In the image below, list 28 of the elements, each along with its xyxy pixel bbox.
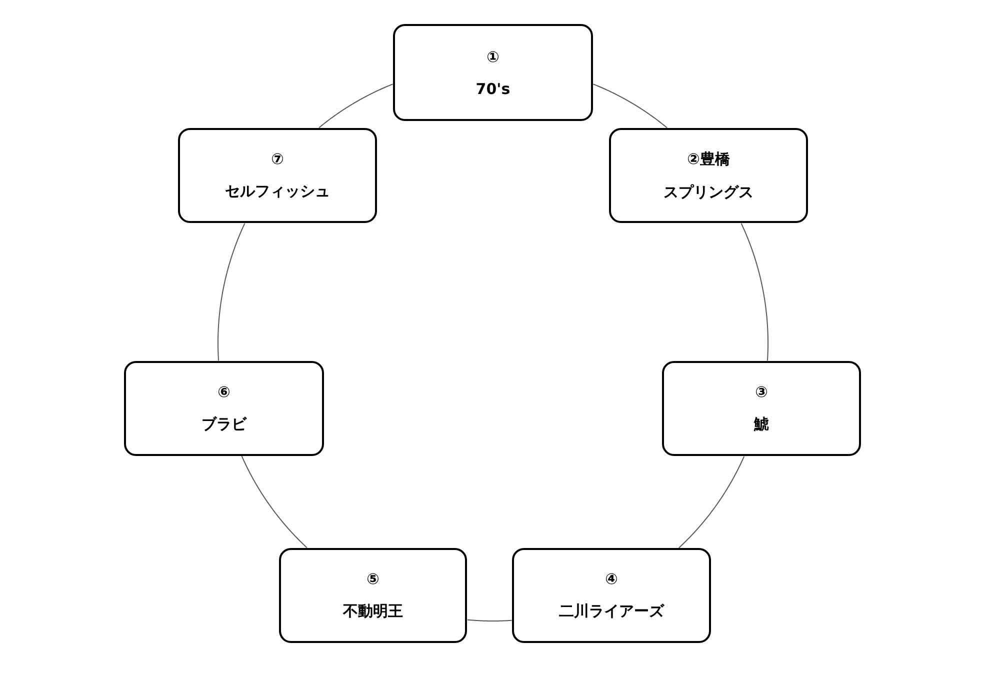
team-box [662, 361, 861, 456]
team-box [124, 361, 324, 456]
team-name: 不動明王 [343, 602, 403, 621]
box-heading: ⑤ [366, 570, 380, 588]
connector-line [218, 222, 246, 362]
connector-line [740, 222, 768, 362]
connector-line [467, 619, 512, 622]
team-name: 70's [476, 80, 510, 98]
box-heading: ⑥ [218, 383, 230, 401]
connector-line [318, 84, 394, 128]
connector-line [678, 456, 745, 548]
connector-line [592, 84, 668, 128]
team-box [393, 24, 593, 121]
team-box [178, 128, 377, 223]
connector-line [241, 456, 308, 548]
team-name: 鯱 [754, 415, 769, 434]
box-heading: ⑦ [271, 150, 284, 168]
team-box [279, 548, 467, 643]
box-heading: ③ [755, 383, 768, 401]
team-box [512, 548, 711, 643]
box-heading: ① [486, 48, 500, 66]
team-name: セルフィッシュ [225, 182, 330, 201]
box-heading: ④ [605, 570, 618, 588]
team-box [609, 128, 808, 223]
box-heading: ②豊橋 [687, 150, 730, 168]
team-name: スプリングス [664, 182, 754, 202]
team-name: 二川ライアーズ [559, 602, 664, 621]
team-name: ブラビ [202, 415, 246, 434]
